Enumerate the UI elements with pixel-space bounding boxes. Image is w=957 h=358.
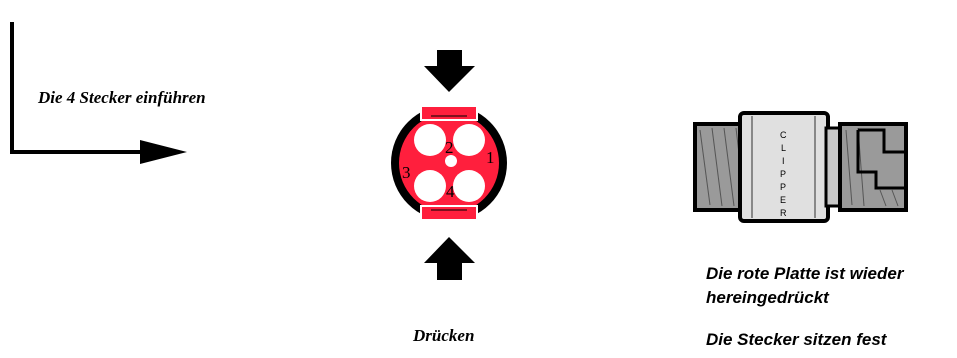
clipper-letter-7: R <box>780 208 787 218</box>
pin-number-4: 4 <box>446 182 455 201</box>
press-instruction: Drücken <box>413 326 475 345</box>
pin-number-1: 1 <box>486 148 495 167</box>
clipper-letter-6: E <box>780 195 786 205</box>
clipper-plug: C L I P P E R <box>693 111 908 223</box>
pin-number-3: 3 <box>402 163 411 182</box>
clipper-letter-4: P <box>780 169 786 179</box>
pin-hole-top-left <box>414 124 446 156</box>
pin-hole-bottom-left <box>414 170 446 202</box>
pin-hole-top-right <box>453 124 485 156</box>
clipper-letter-1: C <box>780 130 787 140</box>
red-plate-bottom-tab <box>420 205 478 221</box>
arrow-up-icon <box>424 237 475 280</box>
plugs-status-text: Die Stecker sitzen fest <box>706 330 887 349</box>
arrow-elbow-right-icon <box>10 22 187 164</box>
clipper-letter-2: L <box>781 143 786 153</box>
red-plate-top-tab <box>420 105 478 121</box>
connector-face: 1 2 3 4 <box>391 105 507 221</box>
plate-status-text: Die rote Platte ist wieder hereingedrück… <box>706 264 904 307</box>
center-hole <box>445 155 457 167</box>
clipper-letter-3: I <box>782 156 785 166</box>
insert-instruction: Die 4 Stecker einführen <box>38 88 206 107</box>
pin-hole-bottom-right <box>453 170 485 202</box>
clipper-letter-5: P <box>780 182 786 192</box>
arrow-down-icon <box>424 50 475 92</box>
pin-number-2: 2 <box>445 138 454 157</box>
